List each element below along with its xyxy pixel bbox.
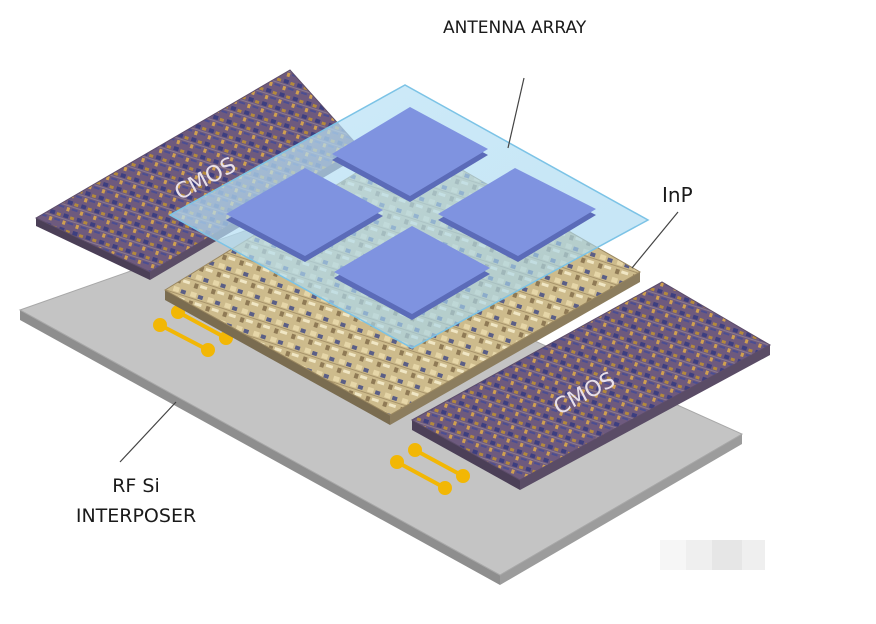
- antenna-layer: [168, 84, 650, 349]
- antenna-patch: [226, 168, 383, 262]
- interposer-side: [20, 310, 500, 585]
- antenna-leader-line: [507, 77, 525, 149]
- inp-label: InP: [662, 183, 693, 207]
- inp-leader-line: [631, 211, 679, 269]
- antenna-patch: [334, 226, 490, 320]
- interposer-side-right: [500, 434, 742, 585]
- antenna-array: [168, 84, 650, 349]
- antenna-patch: [438, 168, 596, 262]
- cmos-die-right: CMOS: [410, 281, 772, 490]
- traces-right: [390, 443, 470, 495]
- interposer-label-line1: RF Si: [112, 475, 160, 497]
- antenna-array-label: ANTENNA ARRAY: [443, 18, 587, 38]
- antenna-patch: [332, 107, 488, 202]
- interposer-leader-line: [119, 401, 177, 463]
- interposer-label-line2: INTERPOSER: [76, 505, 196, 527]
